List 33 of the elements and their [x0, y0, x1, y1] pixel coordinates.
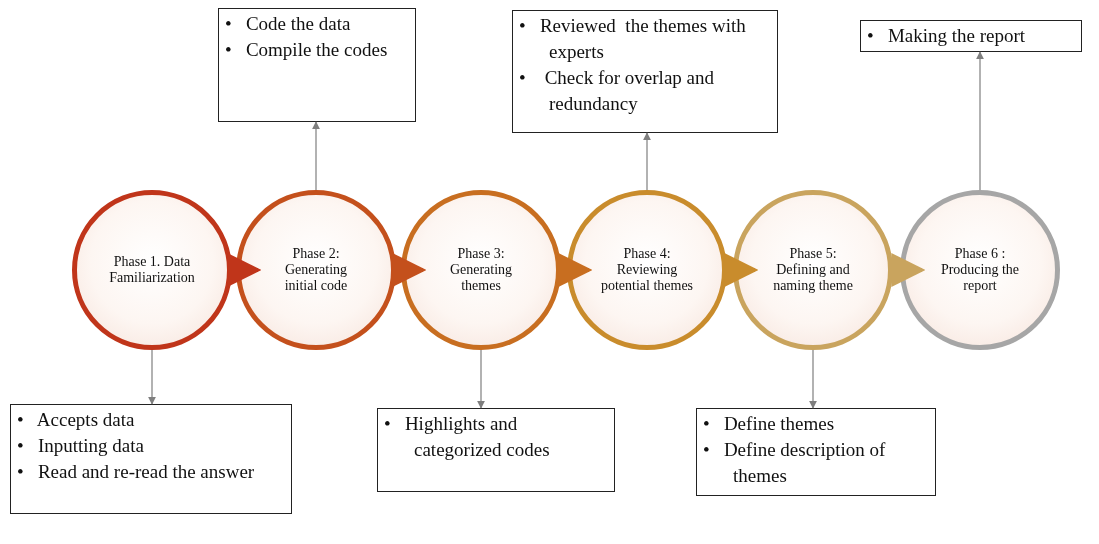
phase-label: Phase 5: Defining and naming theme: [772, 246, 854, 294]
phase-label: Phase 3: Generating themes: [448, 246, 514, 294]
arrow: [148, 349, 156, 405]
phase-label: Phase 1. Data Familiarization: [108, 254, 196, 286]
bullet-item: • Check for overlap and redundancy: [519, 66, 715, 116]
bullet-item: • Highlights and categorized codes: [384, 412, 551, 462]
chevron-arrow: [724, 253, 759, 287]
bullet-box: [218, 8, 416, 122]
chevron-arrow: [392, 253, 427, 287]
bullet-item: • Read and re-read the answer: [17, 460, 256, 484]
bullet-item: • Making the report: [867, 24, 1027, 48]
chevron-arrow: [227, 253, 262, 287]
bullet-box: [377, 408, 615, 492]
bullet-item: • Reviewed the themes with experts: [519, 14, 747, 64]
bullet-item: • Define themes: [703, 412, 836, 436]
bullet-item: • Inputting data: [17, 434, 145, 458]
bullet-item: • Accepts data: [17, 408, 136, 432]
arrow: [643, 132, 651, 191]
arrow: [477, 349, 485, 409]
bullet-item: • Define description of themes: [703, 438, 887, 488]
phase-label: Phase 4: Reviewing potential themes: [599, 246, 695, 294]
bullet-box: [10, 404, 292, 514]
bullet-box: [860, 20, 1082, 52]
bullet-item: • Code the data: [225, 12, 352, 36]
arrow: [312, 121, 320, 191]
arrow: [976, 51, 984, 191]
bullet-item: • Compile the codes: [225, 38, 389, 62]
chevron-arrow: [558, 253, 593, 287]
bullet-box: [696, 408, 936, 496]
bullet-box: [512, 10, 778, 133]
phase-label: Phase 6 : Producing the report: [939, 246, 1021, 294]
phase-label: Phase 2: Generating initial code: [283, 246, 349, 294]
arrow: [809, 349, 817, 409]
